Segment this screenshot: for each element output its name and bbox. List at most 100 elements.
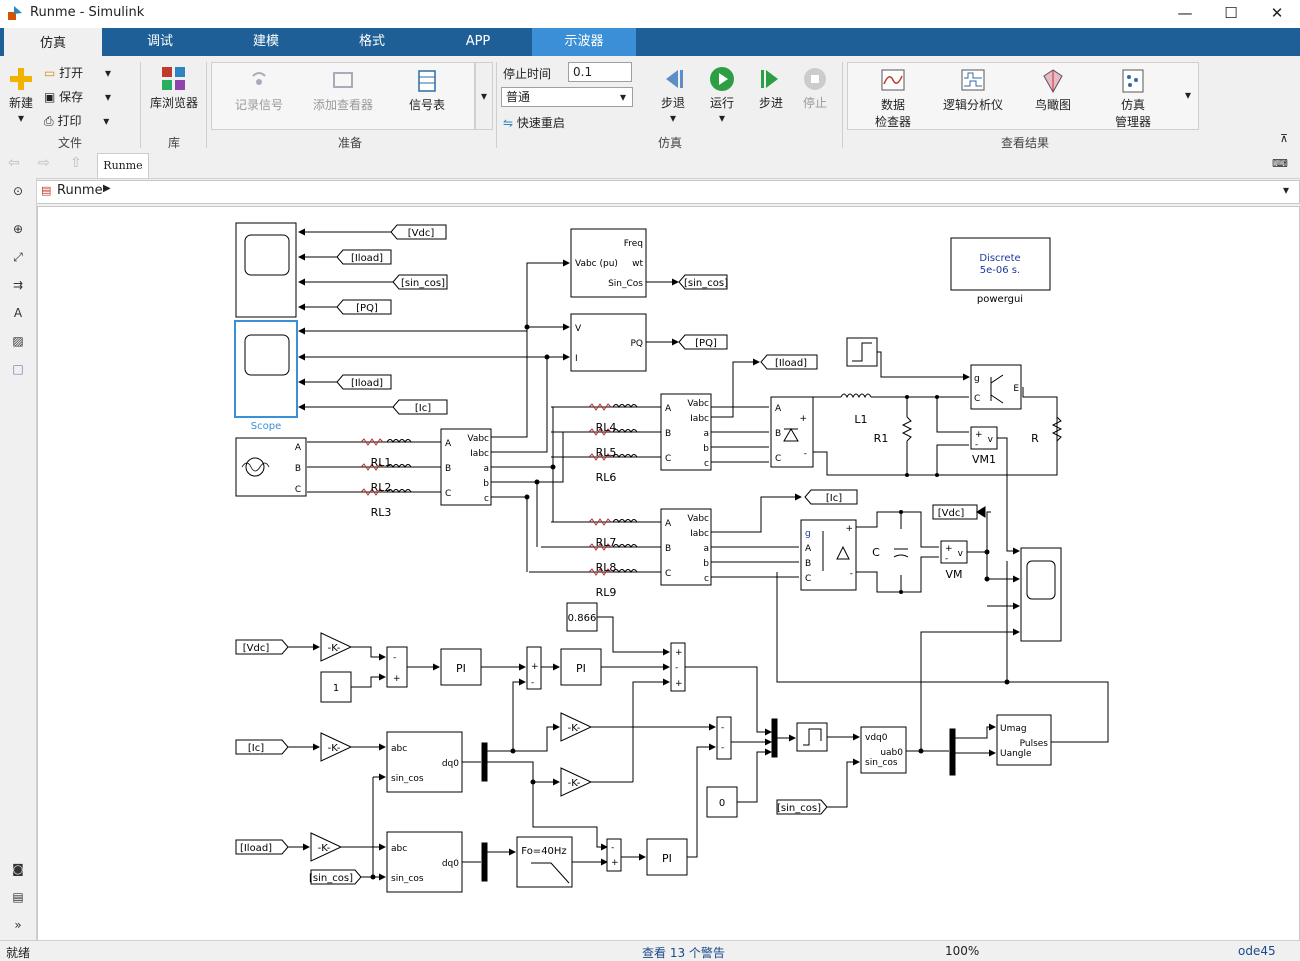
gain-block-4[interactable] [560, 767, 593, 797]
collapse-ribbon-icon[interactable]: ⊼ [1280, 132, 1289, 145]
forward-arrow-icon[interactable]: ⇨ [38, 155, 50, 171]
fast-restart-button[interactable]: ⇋ 快速重启 [503, 114, 565, 131]
gain-block-3[interactable] [560, 712, 593, 742]
saturation-block[interactable] [796, 722, 828, 752]
library-browser-button[interactable]: 库浏览器 [146, 66, 202, 111]
goto-tag-vdc[interactable] [932, 504, 978, 520]
logic-analyzer-button[interactable]: 逻辑分析仪 [940, 68, 1006, 113]
pi-block-1[interactable] [440, 648, 482, 686]
area-icon[interactable]: □ [12, 362, 24, 376]
stop-time-input[interactable]: 0.1 [568, 62, 632, 82]
warnings-link[interactable]: 查看 13 个警告 [642, 946, 725, 960]
rectifier-block[interactable] [770, 396, 814, 468]
chevron-right-icon[interactable]: ▶ [103, 183, 111, 194]
breadcrumb-item[interactable]: Runme [57, 183, 103, 198]
solver-link[interactable]: ode45 [1238, 944, 1276, 958]
from-tag-sincos[interactable] [392, 274, 448, 290]
dq0-to-abc-block[interactable] [860, 726, 907, 774]
sim-mode-select[interactable]: 普通▾ [501, 87, 633, 107]
demux-block-2[interactable] [481, 842, 488, 882]
from-tag-ic-ctrl[interactable] [235, 739, 289, 755]
keyboard-icon[interactable]: ⌨ [1272, 157, 1288, 170]
log-signals-button[interactable]: 记录信号 [228, 68, 290, 113]
from-tag-vdc-ctrl[interactable] [235, 639, 289, 655]
from-tag-iload-2[interactable] [336, 374, 392, 390]
scope-block-right[interactable] [1020, 547, 1062, 642]
powergui-block[interactable] [950, 237, 1051, 291]
stop-button[interactable]: 停止 [800, 66, 830, 111]
abc-to-dq0-block-2[interactable] [386, 831, 463, 893]
demux-block-1[interactable] [481, 742, 488, 782]
mux-block-1[interactable] [771, 718, 778, 758]
step-block[interactable] [846, 337, 878, 367]
goto-tag-sincos[interactable] [678, 274, 728, 290]
run-button[interactable]: 运行▾ [705, 66, 739, 125]
annotation-icon[interactable]: A [13, 306, 23, 320]
goto-tag-pq[interactable] [678, 334, 728, 350]
sum-block-2[interactable] [526, 646, 542, 690]
gain-block-5[interactable] [310, 832, 343, 862]
chevron-down-icon[interactable]: ▾ [1283, 183, 1290, 197]
tab-apps[interactable]: APP [465, 34, 491, 49]
sum-block-4[interactable] [716, 716, 732, 760]
abc-to-dq0-block-1[interactable] [386, 731, 463, 793]
inverter-block[interactable] [800, 519, 857, 591]
camera-icon[interactable]: ◙ [12, 862, 24, 876]
gallery-expand-icon[interactable]: ▾ [475, 62, 493, 130]
pi-block-3[interactable] [646, 838, 688, 876]
up-arrow-icon[interactable]: ⇧ [70, 155, 82, 171]
model-canvas[interactable]: Scope [Vdc] [Iload] [sin_cos] [PQ] [Iloa… [37, 206, 1300, 942]
from-tag-ic[interactable] [392, 399, 448, 415]
goto-tag-ic[interactable] [804, 489, 858, 505]
three-phase-source-block[interactable] [235, 437, 307, 497]
close-button[interactable]: ✕ [1270, 4, 1284, 22]
image-icon[interactable]: ▨ [12, 334, 24, 348]
goto-tag-iload[interactable] [760, 354, 818, 370]
signal-table-button[interactable]: 信号表 [400, 68, 454, 113]
pi-block-2[interactable] [560, 648, 602, 686]
scope-block[interactable] [235, 222, 297, 318]
igbt-block-1[interactable] [970, 364, 1022, 410]
from-tag-iload[interactable] [336, 249, 392, 265]
gain-block-2[interactable] [320, 732, 353, 762]
fit-view-icon[interactable]: ⤢ [13, 250, 23, 264]
gain-block-1[interactable] [320, 632, 353, 662]
step-forward-button[interactable]: 步进 [754, 66, 788, 111]
lowpass-filter-block[interactable] [516, 836, 573, 888]
minimize-button[interactable]: — [1177, 4, 1193, 22]
print-button[interactable]: ⎙ 打印 ▾ [44, 112, 109, 129]
gallery-expand-icon[interactable]: ▾ [1184, 88, 1192, 102]
new-button[interactable]: 新建▾ [6, 66, 36, 125]
hide-browser-icon[interactable]: ⊙ [12, 184, 24, 198]
sim-manager-button[interactable]: 仿真管理器 [1106, 68, 1160, 130]
model-tab[interactable]: Runme [97, 153, 149, 178]
tab-scope[interactable]: 示波器 [532, 28, 636, 56]
constant-one[interactable] [320, 671, 352, 703]
from-tag-pq[interactable] [336, 299, 392, 315]
tab-modeling[interactable]: 建模 [252, 34, 279, 49]
zoom-icon[interactable]: ⊕ [12, 222, 24, 236]
constant-0866[interactable] [566, 602, 598, 632]
back-arrow-icon[interactable]: ⇦ [8, 155, 20, 171]
pll-block[interactable] [570, 228, 647, 298]
from-tag-vdc[interactable] [390, 224, 447, 240]
property-icon[interactable]: ▤ [12, 890, 24, 904]
measurement-block-2[interactable] [660, 393, 712, 471]
save-button[interactable]: ▣ 保存 ▾ [44, 88, 111, 105]
tab-simulation[interactable]: 仿真 [4, 28, 102, 58]
sum-block-5[interactable] [606, 838, 622, 872]
measurement-block-1[interactable] [440, 428, 492, 506]
open-button[interactable]: ▭ 打开 ▾ [44, 64, 111, 81]
from-tag-sincos-ctrl[interactable] [776, 799, 828, 815]
from-tag-sincos-ctrl-2[interactable] [310, 869, 362, 885]
mux-block-2[interactable] [949, 728, 956, 776]
expand-icon[interactable]: » [14, 918, 22, 932]
tab-format[interactable]: 格式 [358, 34, 385, 49]
step-back-button[interactable]: 步退▾ [656, 66, 690, 125]
scope-block-selected[interactable] [234, 320, 298, 418]
birds-eye-button[interactable]: 鸟瞰图 [1026, 68, 1080, 113]
arrow-signal-icon[interactable]: ⇉ [12, 278, 24, 292]
maximize-button[interactable]: ☐ [1224, 4, 1238, 22]
constant-zero[interactable] [706, 786, 738, 818]
from-tag-iload-ctrl[interactable] [235, 839, 289, 855]
